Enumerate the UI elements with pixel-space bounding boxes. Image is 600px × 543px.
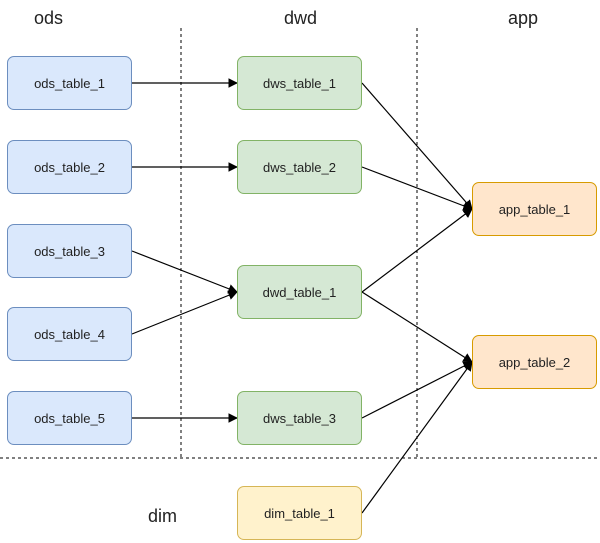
edge-dim-table-1-to-app-table-2 [361, 361, 473, 514]
node-ods-table-3: ods_table_3 [7, 224, 132, 278]
node-dws-table-1: dws_table_1 [237, 56, 362, 110]
node-dws-table-2: dws_table_2 [237, 140, 362, 194]
edge-ods-table-3-to-dwd-table-1 [131, 250, 238, 294]
node-ods-table-5: ods_table_5 [7, 391, 132, 445]
node-dwd-table-1: dwd_table_1 [237, 265, 362, 319]
edge-dwd-table-1-to-app-table-1 [361, 208, 473, 293]
edge-dws-table-3-to-app-table-2 [361, 361, 473, 419]
layer-header-dim: dim [148, 506, 178, 526]
edge-dwd-table-1-to-app-table-2 [361, 291, 473, 363]
node-ods-table-1: ods_table_1 [7, 56, 132, 110]
node-ods-table-2: ods_table_2 [7, 140, 132, 194]
layer-header-dwd: dwd [284, 8, 318, 28]
edge-dws-table-2-to-app-table-1 [361, 166, 473, 211]
node-app-table-1: app_table_1 [472, 182, 597, 236]
node-dim-table-1: dim_table_1 [237, 486, 362, 540]
edge-ods-table-4-to-dwd-table-1 [131, 290, 238, 335]
edge-group [131, 78, 473, 514]
layer-header-ods: ods [34, 8, 64, 28]
layer-header-app: app [508, 8, 539, 28]
node-dws-table-3: dws_table_3 [237, 391, 362, 445]
node-app-table-2: app_table_2 [472, 335, 597, 389]
edge-dws-table-1-to-app-table-1 [361, 82, 473, 210]
node-ods-table-4: ods_table_4 [7, 307, 132, 361]
